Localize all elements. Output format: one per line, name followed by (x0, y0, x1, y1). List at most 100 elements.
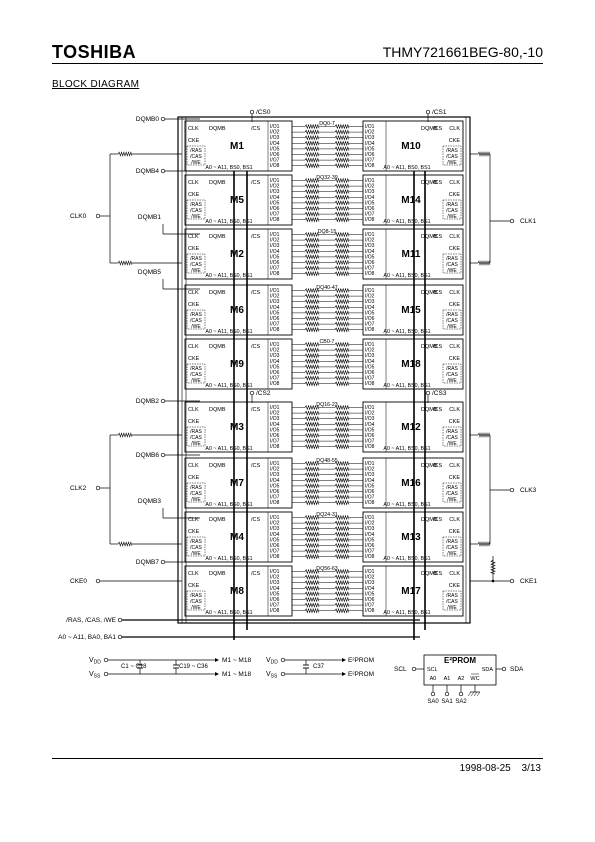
io-series-resistor (304, 432, 320, 439)
address-pin-label: A0 ~ A11, BS0, BS1 (383, 165, 430, 171)
cs-pin-label: /CS (251, 180, 261, 186)
dqmb-pin-label: DQMB (421, 290, 438, 296)
io-series-resistor (334, 157, 350, 163)
cs-pin-label: /CS (433, 463, 443, 469)
io-series-resistor (304, 531, 320, 538)
memory-chip-m9: I/O1I/O2I/O3I/O4I/O5I/O6I/O7I/O8CLKCKE/R… (184, 338, 293, 390)
io-pin-label: I/O5 (270, 254, 280, 260)
io-series-resistor (334, 380, 350, 387)
ras-cas-we-group (442, 363, 462, 384)
io-pin-label: I/O5 (270, 364, 280, 370)
caps-a-label: C1 ~ C18 (121, 664, 147, 670)
address-pin-label: A0 ~ A11, BS0, BS1 (205, 610, 252, 616)
io-series-resistor (334, 591, 350, 597)
io-pin-label: I/O1 (270, 569, 280, 575)
io-pin-label: I/O7 (270, 603, 280, 609)
io-series-resistor (334, 596, 350, 603)
io-pin-label: I/O1 (365, 232, 375, 238)
ground-hatch (473, 691, 478, 697)
io-pin-label: I/O4 (365, 359, 375, 365)
clk3-terminal (509, 487, 515, 493)
clock-resistor (477, 541, 491, 547)
io-series-resistor (334, 151, 350, 158)
memory-chip-m16: I/O1I/O2I/O3I/O4I/O5I/O6I/O7I/O8CLKCKE/R… (362, 457, 464, 509)
io-pin-label: I/O7 (365, 439, 375, 445)
cas-pin-label: /CAS (446, 208, 458, 214)
cke-pin-label: CKE (449, 192, 461, 198)
cke-pin-label: CKE (449, 302, 461, 308)
chip-name: M12 (401, 422, 421, 433)
io-series-resistor (334, 579, 350, 586)
ras-cas-we-group (186, 426, 206, 447)
clk0-label: CLK0 (70, 213, 87, 220)
io-pin-label: I/O2 (270, 238, 280, 244)
io-series-resistor (304, 553, 320, 560)
io-pin-label: I/O4 (270, 305, 280, 311)
io-pin-label: I/O2 (270, 130, 280, 136)
caps-c-label: C37 (313, 664, 325, 670)
ras-pin-label: /RAS (190, 539, 202, 545)
io-pin-label: I/O2 (270, 294, 280, 300)
io-series-resistor (334, 134, 350, 141)
io-pin-label: I/O6 (270, 316, 280, 322)
cs-pin-label: /CS (251, 290, 261, 296)
io-series-resistor (334, 477, 350, 484)
io-pin-label: I/O8 (270, 217, 280, 223)
data-bus-label: DQ40-47 (316, 285, 338, 291)
io-series-resistor (304, 438, 320, 444)
we-pin-label: /WE (447, 441, 457, 447)
chip-name: M11 (402, 249, 421, 260)
io-series-resistor (304, 352, 320, 359)
we-pin-label: /WE (191, 214, 201, 220)
ras-cas-we-group (186, 363, 206, 384)
ras-cas-we-group (442, 309, 462, 330)
dqmb6-terminal (160, 452, 166, 458)
chip-name: M13 (401, 532, 421, 543)
io-pin-label: I/O4 (365, 141, 375, 147)
io-series-resistor (334, 553, 350, 560)
dqmb-pin-label: DQMB (209, 290, 226, 296)
io-series-resistor (304, 321, 320, 327)
io-pin-label: I/O2 (270, 348, 280, 354)
clk0-terminal (95, 213, 101, 219)
io-series-resistor (304, 477, 320, 484)
memory-chip-m12: I/O1I/O2I/O3I/O4I/O5I/O6I/O7I/O8CLKCKE/R… (362, 401, 464, 453)
io-pin-label: I/O1 (365, 124, 375, 130)
cas-pin-label: /CAS (190, 154, 202, 160)
ras-pin-label: /RAS (446, 312, 458, 318)
clk-pin-label: CLK (449, 126, 460, 132)
chip-name: M10 (401, 141, 421, 152)
ras-cas-we-group (442, 426, 462, 447)
clk2-terminal (95, 485, 101, 491)
io-pin-label: I/O7 (270, 495, 280, 501)
io-series-resistor (304, 537, 320, 543)
arrow-head (215, 672, 219, 676)
address-pin-label: A0 ~ A11, BS0, BS1 (383, 219, 430, 225)
memory-chip-m8: I/O1I/O2I/O3I/O4I/O5I/O6I/O7I/O8CLKCKE/R… (184, 565, 293, 617)
io-pin-label: I/O3 (365, 353, 375, 359)
dqmb0-terminal (160, 116, 166, 122)
cs-pin-label: /CS (433, 234, 443, 240)
io-pin-label: I/O8 (270, 608, 280, 614)
io-series-resistor (304, 421, 320, 428)
io-pin-label: I/O6 (365, 489, 375, 495)
chip-outline (362, 120, 464, 172)
io-pin-label: I/O2 (365, 411, 375, 417)
dqmb-pin-label: DQMB (209, 463, 226, 469)
ras-cas-we-group (186, 590, 206, 611)
data-bus-label: DQ8-15 (318, 229, 337, 235)
io-series-resistor (304, 298, 320, 305)
ras-cas-we-group (442, 536, 462, 557)
io-series-resistor (334, 531, 350, 538)
we-pin-label: /WE (191, 160, 201, 166)
io-series-resistor (334, 352, 350, 359)
io-pin-label: I/O8 (365, 554, 375, 560)
cke1-label: CKE1 (520, 578, 537, 585)
io-series-resistor (334, 438, 350, 444)
io-series-resistor (304, 259, 320, 266)
io-series-resistor (304, 471, 320, 478)
arrow-head (342, 672, 346, 676)
ras-pin-label: /RAS (190, 485, 202, 491)
io-series-resistor (334, 537, 350, 543)
dqmb2-label: DQMB2 (136, 398, 160, 405)
